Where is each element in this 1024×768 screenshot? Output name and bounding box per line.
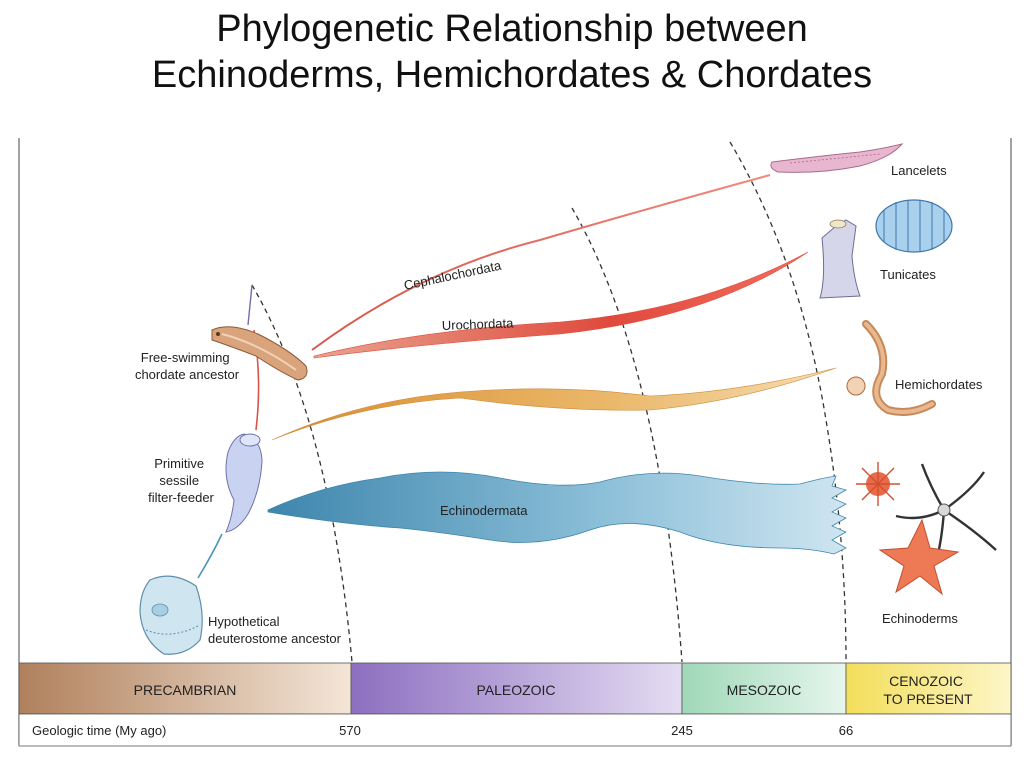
era-precambrian-label: PRECAMBRIAN [134, 682, 237, 698]
label-deuterostome-ancestor: Hypothetical deuterostome ancestor [208, 614, 342, 646]
branch-urochordata [313, 251, 809, 359]
sessile-filter-feeder-illustration [225, 433, 263, 533]
branch-echinodermata [267, 471, 848, 555]
timeline-bar [18, 713, 1012, 747]
label-cephalochordata: Cephalochordata [403, 258, 504, 293]
era-cenozoic-line-2: TO PRESENT [883, 691, 973, 707]
lancelet-illustration [770, 143, 904, 173]
title-line-2: Echinoderms, Hemichordates & Chordates [151, 54, 873, 96]
branch-cephalochordata [311, 174, 771, 351]
era-boundary-66 [729, 141, 847, 663]
label-sessile-line-2: sessile [159, 473, 199, 488]
label-deuterostome-line-1: Hypothetical [208, 614, 280, 629]
label-free-swimming-line-1: Free-swimming [141, 350, 230, 365]
tunicate-illustration [819, 199, 953, 299]
echinoderm-illustration [856, 462, 997, 596]
era-mesozoic-label: MESOZOIC [727, 682, 802, 698]
label-free-swimming-ancestor: Free-swimming chordate ancestor [135, 350, 240, 382]
era-paleozoic-band [350, 662, 683, 715]
label-echinodermata: Echinodermata [440, 503, 528, 518]
era-boundary-570 [251, 284, 353, 663]
label-lancelets: Lancelets [891, 163, 947, 178]
era-boundary-245-upper [571, 207, 683, 663]
label-sessile-line-3: filter-feeder [148, 490, 214, 505]
label-hemichordates: Hemichordates [895, 377, 983, 392]
timeline-tick-570: 570 [339, 723, 361, 738]
title-line-1: Phylogenetic Relationship between [216, 8, 808, 50]
timeline-label: Geologic time (My ago) [32, 723, 166, 738]
label-sessile-line-1: Primitive [154, 456, 204, 471]
era-precambrian-band [18, 662, 352, 715]
timeline-tick-245: 245 [671, 723, 693, 738]
tunicate-stalk-line [247, 284, 253, 326]
timeline-tick-66: 66 [839, 723, 853, 738]
free-swimming-ancestor-illustration [211, 326, 308, 381]
era-paleozoic-label: PALEOZOIC [476, 682, 555, 698]
branch-to-sessile [197, 533, 223, 579]
label-sessile-filter-feeder: Primitive sessile filter-feeder [148, 456, 214, 505]
branch-hemichordata [271, 367, 837, 441]
label-free-swimming-line-2: chordate ancestor [135, 367, 240, 382]
slide-title: Phylogenetic Relationship between Echino… [0, 6, 1024, 98]
label-deuterostome-line-2: deuterostome ancestor [208, 631, 342, 646]
hemichordate-illustration [846, 320, 936, 416]
label-urochordata: Urochordata [442, 315, 515, 333]
label-tunicates: Tunicates [880, 267, 936, 282]
era-cenozoic-line-1: CENOZOIC [889, 673, 963, 689]
label-echinoderms: Echinoderms [882, 611, 958, 626]
era-cenozoic-label: CENOZOIC TO PRESENT [883, 673, 973, 707]
deuterostome-ancestor-illustration [139, 575, 203, 655]
